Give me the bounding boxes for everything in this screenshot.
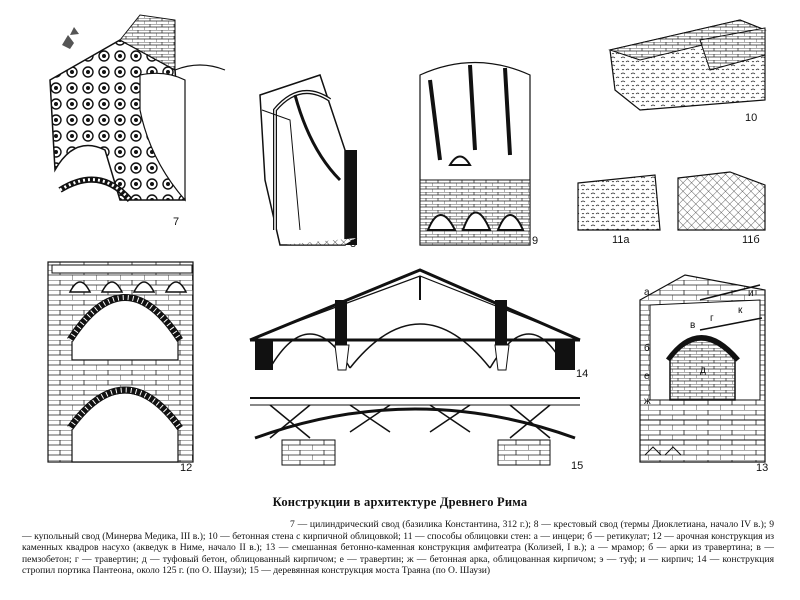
figure-9-dome	[419, 62, 531, 246]
figure-8-groin-vault	[259, 74, 358, 246]
figure-12-aqueduct	[47, 261, 194, 463]
figure-label-11b: 11б	[742, 234, 760, 246]
figure-7-barrel-vault	[49, 14, 226, 203]
figure-11b-reticulatum	[677, 171, 766, 231]
inset-letter: к	[738, 305, 743, 316]
inset-letter: б	[644, 343, 650, 354]
inset-letter: и	[748, 288, 754, 299]
figure-label-14: 14	[576, 368, 589, 380]
figure-14-pantheon-truss	[249, 268, 581, 371]
figure-label-13: 13	[756, 462, 769, 474]
figure-10-concrete-wall	[608, 19, 767, 111]
caption-text: 7 — цилиндрический свод (базилика Конста…	[22, 519, 774, 577]
inset-letter: в	[690, 320, 696, 331]
inset-letter: а	[644, 287, 650, 298]
inset-letter: ж	[644, 396, 651, 407]
inset-letter: д	[700, 365, 706, 376]
figure-label-7: 7	[173, 216, 180, 228]
figure-11a-incertum	[577, 174, 661, 231]
figure-label-11a: 11а	[612, 234, 630, 246]
figure-label-8: 8	[350, 238, 357, 250]
plate-caption: 7 — цилиндрический свод (базилика Конста…	[22, 519, 774, 577]
figure-label-15: 15	[571, 460, 584, 472]
inset-letter: е	[644, 371, 650, 382]
plate-title: Конструкции в архитектуре Древнего Рима	[272, 495, 528, 509]
figure-15-trajan-bridge	[250, 397, 580, 466]
figure-13-colosseum-construction	[639, 274, 766, 463]
figure-label-9: 9	[532, 235, 539, 247]
illustration-plate	[47, 14, 767, 466]
inset-letter: г	[710, 313, 714, 324]
figure-label-10: 10	[745, 112, 758, 124]
figure-label-12: 12	[180, 462, 193, 474]
